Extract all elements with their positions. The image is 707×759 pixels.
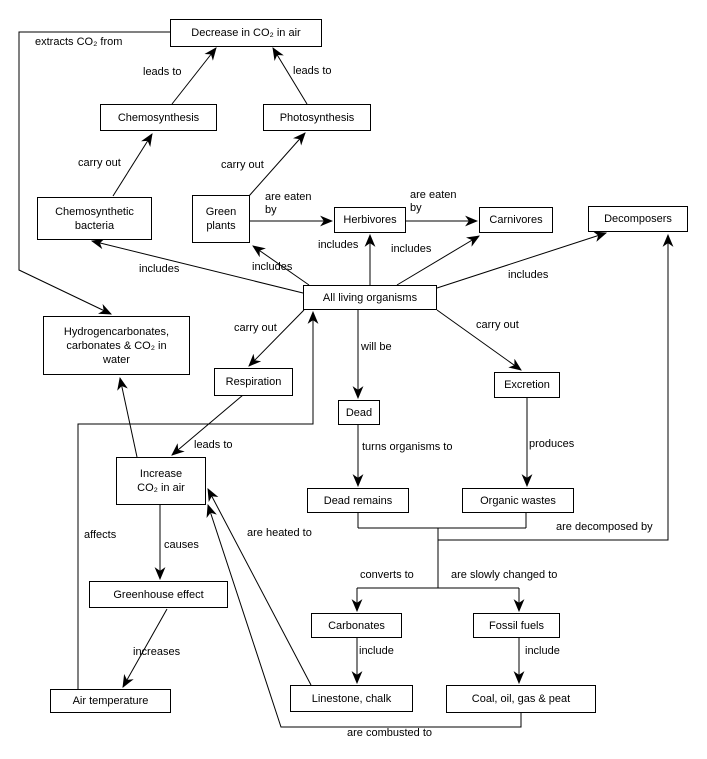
node-increase-co2-in-air: Increase CO₂ in air [116, 457, 206, 505]
node-carbonates: Carbonates [311, 613, 402, 638]
edge-label-includes-herbivores: includes [318, 239, 359, 251]
edge-label-leads-to-chemo: leads to [143, 66, 182, 78]
edge-label-leads-to-photo: leads to [293, 65, 332, 77]
edge-label-includes-carnivores: includes [391, 243, 432, 255]
edge-label-carry-out-plants: carry out [221, 159, 264, 171]
edge-label-are-combusted-to: are combusted to [347, 727, 432, 739]
node-chemosynthetic-bacteria: Chemosynthetic bacteria [37, 197, 152, 240]
edge-label-includes-plants: includes [252, 261, 293, 273]
edge-label-are-heated-to: are heated to [247, 527, 312, 539]
node-air-temperature: Air temperature [50, 689, 171, 713]
edge-label-produces: produces [529, 438, 575, 450]
node-dead: Dead [338, 400, 380, 425]
edge-label-are-eaten-by-carn: are eaten by [410, 189, 457, 214]
edge-label-leads-to-increase: leads to [194, 439, 233, 451]
node-decomposers: Decomposers [588, 206, 688, 232]
edge-label-include-fossil: include [525, 645, 560, 657]
node-organic-wastes: Organic wastes [462, 488, 574, 513]
node-coal-oil-gas-peat: Coal, oil, gas & peat [446, 685, 596, 713]
node-respiration: Respiration [214, 368, 293, 396]
edge-label-extracts-co2-from: extracts CO₂ from [35, 36, 123, 48]
edge-label-are-decomposed-by: are decomposed by [556, 521, 653, 533]
edge-label-carry-out-bacteria: carry out [78, 157, 121, 169]
edge-label-turns-organisms-to: turns organisms to [362, 441, 453, 453]
edge-label-carry-out-respiration: carry out [234, 322, 277, 334]
edge-label-are-slowly-changed-to: are slowly changed to [451, 569, 558, 581]
edge-label-includes-decomposers: includes [508, 269, 549, 281]
node-all-living-organisms: All living organisms [303, 285, 437, 310]
node-hydrogencarbonates: Hydrogencarbonates, carbonates & CO₂ in … [43, 316, 190, 375]
node-photosynthesis: Photosynthesis [263, 104, 371, 131]
node-dead-remains: Dead remains [307, 488, 409, 513]
node-chemosynthesis: Chemosynthesis [100, 104, 217, 131]
node-fossil-fuels: Fossil fuels [473, 613, 560, 638]
edge-label-increases: increases [133, 646, 181, 658]
edge-label-carry-out-excretion: carry out [476, 319, 519, 331]
node-herbivores: Herbivores [334, 207, 406, 233]
node-carnivores: Carnivores [479, 207, 553, 233]
node-excretion: Excretion [494, 372, 560, 398]
node-decrease-co2-in-air: Decrease in CO₂ in air [170, 19, 322, 47]
edge-label-are-eaten-by-herb: are eaten by [265, 191, 312, 216]
node-green-plants: Green plants [192, 195, 250, 243]
edge-label-affects: affects [84, 529, 117, 541]
edge-label-causes: causes [164, 539, 199, 551]
node-greenhouse-effect: Greenhouse effect [89, 581, 228, 608]
edge-label-includes-bacteria: includes [139, 263, 180, 275]
edge-label-will-be: will be [361, 341, 392, 353]
node-limestone-chalk: Linestone, chalk [290, 685, 413, 712]
edge-label-converts-to: converts to [360, 569, 414, 581]
edge-label-include-carbonates: include [359, 645, 394, 657]
